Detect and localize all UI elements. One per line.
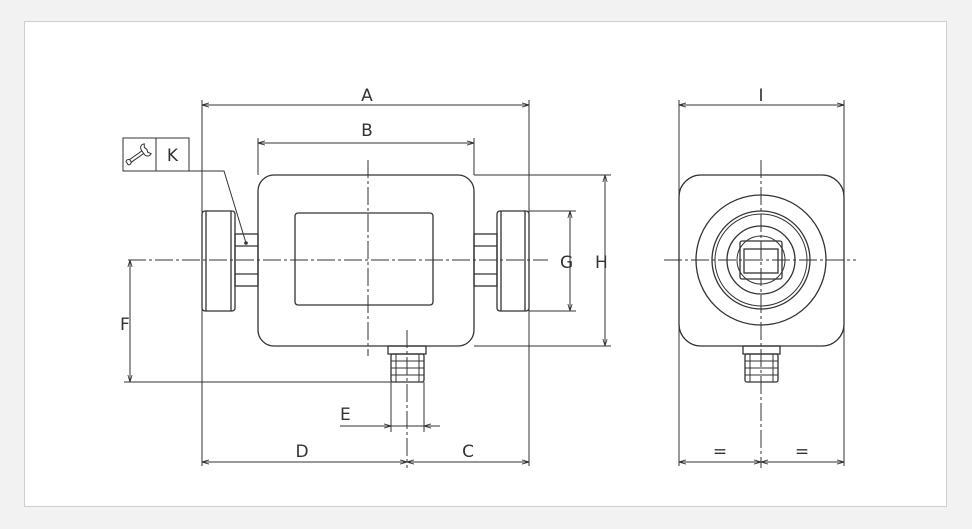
wrench-size-label: K — [167, 146, 179, 166]
dim-label-i: I — [758, 86, 763, 106]
right-connector — [473, 210, 530, 312]
dim-label-a: A — [361, 86, 373, 106]
dim-label-g: G — [560, 253, 573, 273]
dim-label-c: C — [462, 442, 474, 462]
dim-label-equal-right: = — [795, 442, 809, 462]
dim-label-d: D — [295, 442, 308, 462]
dim-label-e: E — [340, 405, 351, 425]
dim-label-equal-left: = — [713, 442, 727, 462]
side-view: I = = — [664, 86, 856, 468]
dim-label-b: B — [361, 121, 373, 141]
front-view: A B G H F E D C — [120, 86, 611, 468]
display-window — [294, 212, 434, 306]
dim-label-h: H — [595, 253, 608, 273]
drawing-sheet — [24, 21, 947, 507]
left-connector — [201, 210, 259, 312]
wrench-icon — [125, 143, 152, 166]
dim-label-f: F — [120, 315, 130, 335]
wrench-size-callout: K — [122, 137, 248, 245]
